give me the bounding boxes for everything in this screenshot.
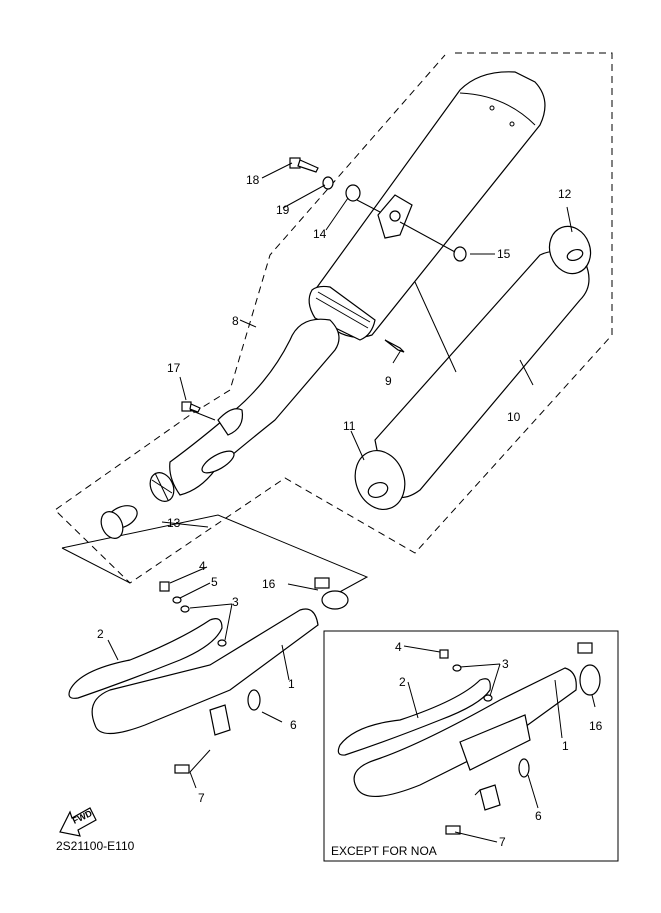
callout-17: 17 (167, 361, 181, 375)
exhaust-pipe-1 (91, 608, 319, 736)
callout-1: 1 (288, 677, 295, 691)
end-cap-12 (548, 225, 592, 275)
callout-6: 6 (290, 718, 297, 732)
link-pipe (169, 318, 340, 496)
inset-caption: EXCEPT FOR NOA (331, 844, 437, 858)
end-cap-11 (354, 450, 406, 510)
washer-5 (172, 596, 182, 604)
callout-18: 18 (246, 173, 260, 187)
inset-callout-6: 6 (535, 809, 542, 823)
fwd-arrow-icon (59, 807, 97, 837)
diagram-code: 2S21100-E110 (56, 839, 135, 853)
collar-15 (453, 246, 467, 262)
callout-15: 15 (497, 247, 511, 261)
washer-3a (180, 605, 190, 613)
clamp-16 (314, 577, 349, 610)
callout-19: 19 (276, 203, 290, 217)
callout-10: 10 (507, 410, 521, 424)
inset-callout-16: 16 (589, 719, 603, 733)
collar-14 (345, 184, 361, 202)
washer-19 (322, 176, 334, 190)
inset-exhaust-pipe (353, 667, 577, 811)
inset-washer-a (452, 664, 462, 672)
pipe-joint-clip (149, 472, 175, 502)
bolt-4 (159, 581, 170, 592)
inset-gasket (518, 758, 530, 778)
inset-bolt-7 (445, 825, 461, 835)
inset-callout-2: 2 (399, 675, 406, 689)
inset-frame (323, 630, 619, 862)
heat-protector-2 (68, 618, 223, 699)
callout-12: 12 (558, 187, 572, 201)
gasket-13 (100, 505, 138, 539)
bolt-7 (174, 764, 190, 774)
bolt-17 (181, 401, 201, 413)
exhaust-pipe-group-outline (61, 514, 369, 601)
callout-11: 11 (343, 419, 356, 433)
callout-2: 2 (97, 627, 104, 641)
inset-callout-1: 1 (562, 739, 569, 753)
rivet-9 (384, 339, 405, 353)
inset-heat-protector (337, 678, 491, 756)
inset-washer-b (483, 694, 493, 702)
inset-bolt-4 (439, 649, 449, 659)
washer-3b (217, 639, 227, 647)
callout-13: 13 (167, 516, 181, 530)
inset-callout-7: 7 (499, 835, 506, 849)
silencer (308, 71, 546, 341)
inset-callout-3: 3 (502, 657, 509, 671)
callout-5: 5 (211, 575, 218, 589)
callout-14: 14 (313, 227, 327, 241)
callout-8: 8 (232, 314, 239, 328)
callout-7: 7 (198, 791, 205, 805)
callout-9: 9 (385, 374, 392, 388)
inset-callout-4: 4 (395, 640, 402, 654)
gasket-6 (247, 689, 261, 711)
bolt-18 (289, 157, 319, 173)
callout-16: 16 (262, 577, 276, 591)
callout-4: 4 (199, 559, 206, 573)
callout-3: 3 (232, 595, 239, 609)
inset-clamp (577, 642, 601, 696)
